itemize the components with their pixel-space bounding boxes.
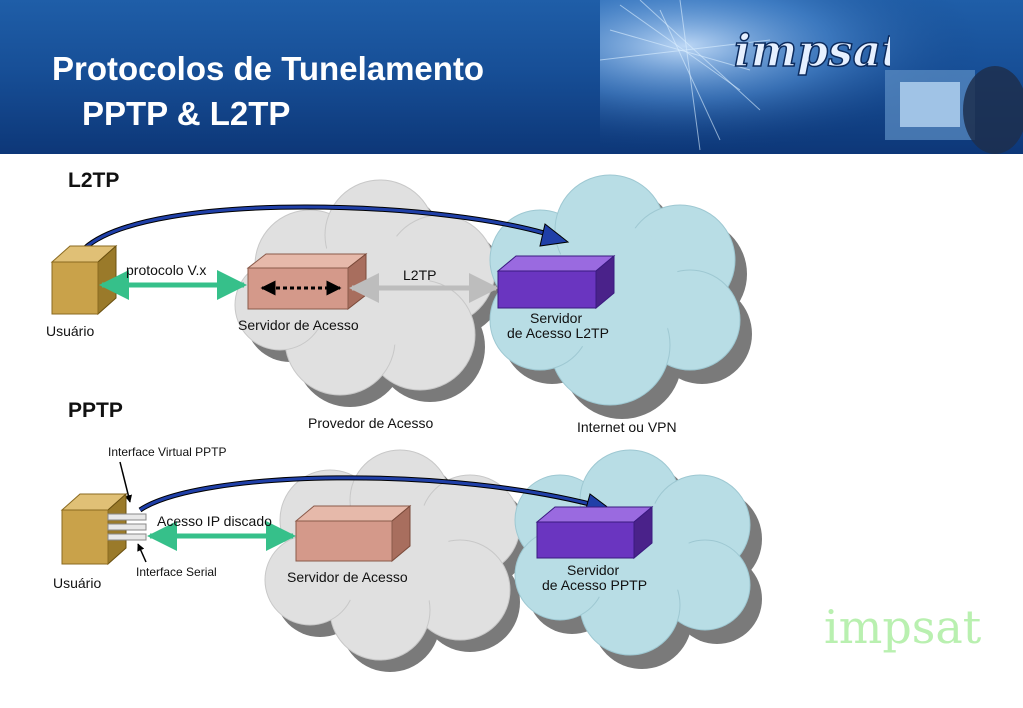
impsat-logo: impsat	[733, 25, 890, 78]
pptp-access-server-label: Servidor de Acesso	[287, 569, 408, 585]
l2tp-user-label: Usuário	[46, 323, 94, 339]
pptp-tunnel-arc	[139, 476, 606, 512]
impsat-watermark: impsat	[824, 600, 982, 654]
l2tp-link-label: L2TP	[403, 267, 436, 283]
header-decoration	[600, 0, 1023, 154]
pptp-access-server	[294, 504, 412, 563]
pptp-virtual-interface-pointer	[119, 461, 133, 503]
l2tp-tunnel-arrowhead	[539, 223, 570, 247]
pptp-tunnel-server	[535, 505, 654, 560]
pptp-user-computer	[60, 492, 147, 566]
pptp-serial-interface-label: Interface Serial	[136, 565, 217, 579]
l2tp-vx-label: protocolo V.x	[126, 262, 206, 278]
pptp-serial-interface-pointer	[137, 543, 147, 563]
l2tp-server-label-line1: Servidor	[530, 310, 582, 326]
pptp-dialup-label: Acesso IP discado	[157, 513, 272, 529]
l2tp-user-computer	[50, 244, 118, 316]
provider-cloud-label: Provedor de Acesso	[308, 415, 434, 431]
pptp-server-label-line1: Servidor	[567, 562, 619, 578]
l2tp-tunnel-server	[496, 254, 616, 310]
internet-cloud-bottom	[514, 449, 762, 669]
slide-title-line1: Protocolos de Tunelamento	[52, 50, 485, 87]
slide-header: Protocolos de Tunelamento PPTP & L2TP im…	[0, 0, 1023, 154]
pptp-server-label-line2: de Acesso PPTP	[542, 577, 647, 593]
pptp-user-label: Usuário	[53, 575, 101, 591]
l2tp-access-server-label: Servidor de Acesso	[238, 317, 359, 333]
slide-title-line2: PPTP & L2TP	[82, 95, 291, 132]
l2tp-server-label-line2: de Acesso L2TP	[507, 325, 609, 341]
pptp-virtual-interface-label: Interface Virtual PPTP	[108, 445, 227, 459]
impsat-logo-text: impsat	[734, 26, 890, 77]
l2tp-access-server	[246, 252, 368, 311]
tunneling-diagram: Provedor de Acesso Internet ou VPN L2TP …	[46, 169, 982, 672]
l2tp-tunnel-arc	[84, 205, 561, 250]
internet-cloud-label: Internet ou VPN	[577, 419, 677, 435]
l2tp-heading: L2TP	[68, 169, 119, 192]
pptp-heading: PPTP	[68, 399, 123, 422]
